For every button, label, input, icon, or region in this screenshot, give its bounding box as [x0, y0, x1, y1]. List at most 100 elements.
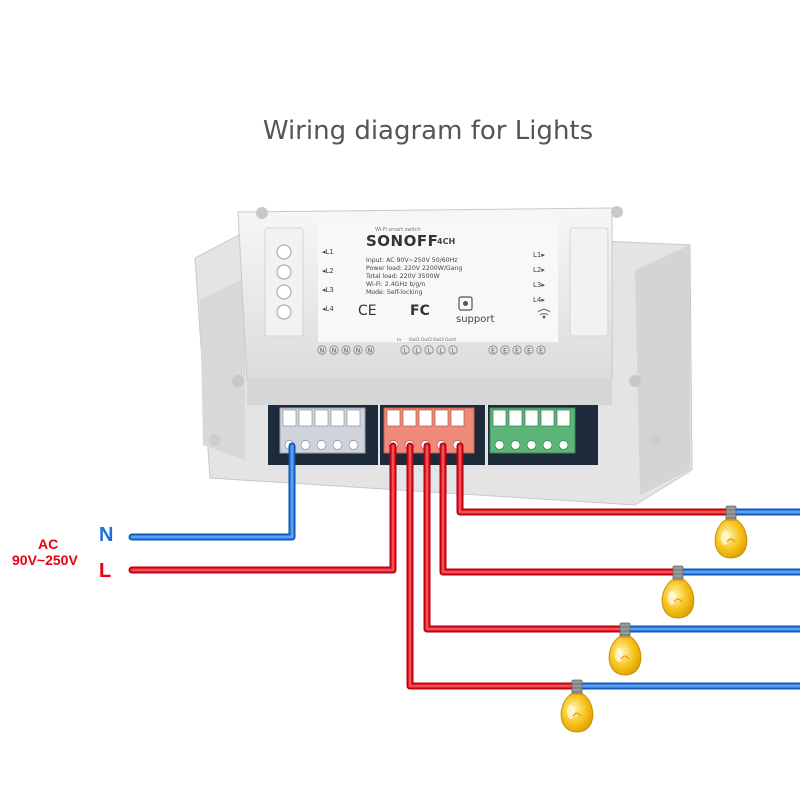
terminal-marker: [448, 345, 458, 355]
terminal-letter: E: [515, 348, 519, 355]
earth-terminal-lever: [556, 409, 571, 427]
earth-terminal-hole: [510, 440, 521, 450]
support-label: support: [456, 314, 494, 325]
model-label: 4CH: [437, 237, 455, 246]
wires: [128, 442, 800, 690]
brand-logo: SONOFF: [366, 232, 438, 250]
terminal-letter: E: [527, 348, 531, 355]
terminal-out-label: In: [397, 337, 401, 343]
neutral-terminal-lever: [314, 409, 329, 427]
left-channel-label: ◂L3: [322, 286, 334, 294]
earth-terminal-hole: [558, 440, 569, 450]
terminal-marker: [536, 345, 546, 355]
live-terminal-lever: [434, 409, 449, 427]
spec-line: Power load: 220V 2200W/Gang: [366, 265, 462, 272]
terminal-marker: [512, 345, 522, 355]
button-panel: [264, 227, 304, 337]
terminal-marker: [524, 345, 534, 355]
ce-mark: CE: [358, 303, 377, 319]
left-channel-label: ◂L4: [322, 305, 334, 313]
bulb-icon: [661, 565, 695, 619]
channel-button-4: [276, 304, 292, 320]
earth-terminal-lever: [492, 409, 507, 427]
left-channel-labels: ◂L1 ◂L2 ◂L3 ◂L4: [322, 248, 334, 313]
earth-terminal-lever: [524, 409, 539, 427]
live-terminal-lever: [402, 409, 417, 427]
ac-label: AC: [38, 536, 59, 552]
neutral-terminal-lever: [330, 409, 345, 427]
terminal-out-label: Out4: [445, 337, 456, 343]
device-subtitle: Wi-Fi smart switch: [375, 227, 421, 233]
earth-terminal-hole: [542, 440, 553, 450]
voltage-range-label: 90V~250V: [12, 552, 78, 568]
spec-line: Total load: 220V 3500W: [365, 273, 440, 280]
bulb-icon: [560, 679, 594, 733]
right-channel-label: L3▸: [533, 281, 545, 289]
terminal-letter: L: [439, 348, 443, 355]
mounting-hole: [611, 206, 623, 218]
terminal-letter: N: [356, 348, 361, 355]
terminal-marker: [412, 345, 422, 355]
channel-button-1: [276, 244, 292, 260]
earth-terminal-hole: [494, 440, 505, 450]
terminal-letter: N: [320, 348, 325, 355]
label-area: [318, 222, 558, 342]
earth-terminal-hole: [526, 440, 537, 450]
live-label: L: [99, 560, 112, 582]
neutral-terminal-hole: [332, 440, 343, 450]
channel-button-3: [276, 284, 292, 300]
terminal-marker: [436, 345, 446, 355]
terminal-letter: N: [344, 348, 349, 355]
live-terminal-lever: [418, 409, 433, 427]
terminal-letter: L: [415, 348, 419, 355]
terminal-marker: [400, 345, 410, 355]
earth-terminal-lever: [508, 409, 523, 427]
spec-line: Mode: Self-locking: [366, 289, 423, 296]
terminal-marker: [317, 345, 327, 355]
ewelink-support-icon: [458, 296, 473, 311]
neutral-terminal-lever: [282, 409, 297, 427]
terminal-letter: N: [332, 348, 337, 355]
neutral-terminal-lever: [346, 409, 361, 427]
bulbs: [560, 505, 748, 733]
left-channel-label: ◂L1: [322, 248, 334, 256]
terminal-letter: N: [368, 348, 373, 355]
left-channel-label: ◂L2: [322, 267, 334, 275]
right-channel-label: L2▸: [533, 266, 545, 274]
right-channel-labels: L1▸ L2▸ L3▸ L4▸: [533, 251, 545, 304]
neutral-terminal-hole: [316, 440, 327, 450]
terminal-letter: E: [539, 348, 543, 355]
mounting-hole: [649, 434, 661, 446]
spec-line: Wi-Fi: 2.4GHz b/g/n: [366, 281, 425, 288]
neutral-terminal-lever: [298, 409, 313, 427]
terminal-letter: E: [503, 348, 507, 355]
terminal-marker: [424, 345, 434, 355]
terminal-out-label: Out1: [409, 337, 420, 343]
right-channel-label: L4▸: [533, 296, 545, 304]
mounting-hole: [209, 434, 221, 446]
terminal-out-label: Out3: [433, 337, 444, 343]
terminal-letter: L: [451, 348, 455, 355]
mounting-hole: [629, 375, 641, 387]
terminal-marker: [329, 345, 339, 355]
terminal-out-label: Out2: [421, 337, 432, 343]
channel-button-2: [276, 264, 292, 280]
terminal-letter: L: [403, 348, 407, 355]
right-channel-label: L1▸: [533, 251, 545, 259]
neutral-terminal-hole: [348, 440, 359, 450]
live-terminal-lever: [386, 409, 401, 427]
diagram-title: Wiring diagram for Lights: [262, 116, 594, 146]
terminal-letter: E: [491, 348, 495, 355]
terminal-letter: L: [427, 348, 431, 355]
wifi-icon: [537, 309, 551, 319]
neutral-terminal-hole: [300, 440, 311, 450]
earth-terminal-lever: [540, 409, 555, 427]
bulb-icon: [608, 622, 642, 676]
neutral-label: N: [99, 524, 114, 546]
bulb-icon: [714, 505, 748, 559]
terminal-marker: [341, 345, 351, 355]
mounting-hole: [256, 207, 268, 219]
